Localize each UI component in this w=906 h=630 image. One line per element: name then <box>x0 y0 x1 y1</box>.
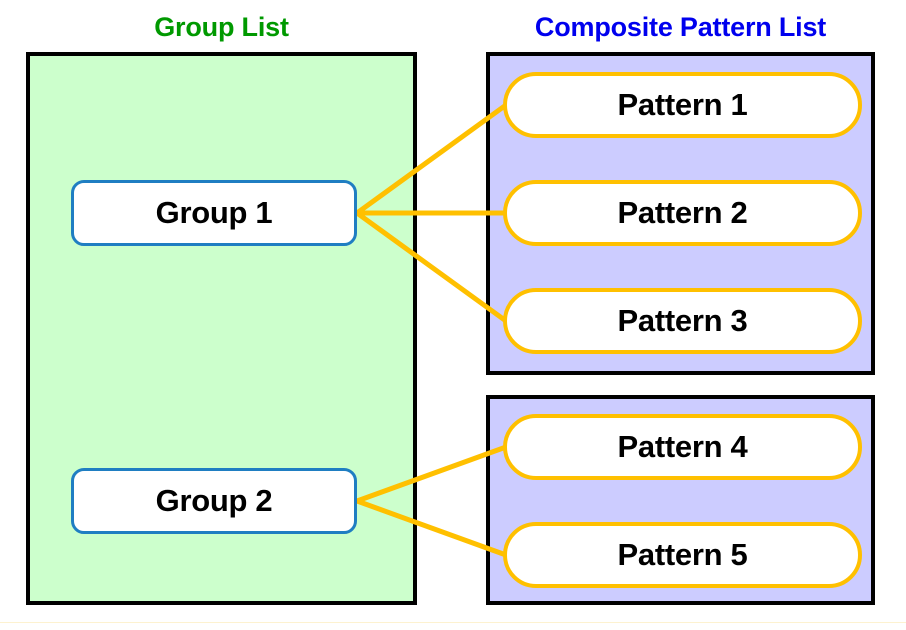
pattern-pill-pattern-2[interactable]: Pattern 2 <box>503 180 862 246</box>
group-list-title: Group List <box>154 12 289 42</box>
pattern-pill-pattern-1[interactable]: Pattern 1 <box>503 72 862 138</box>
pattern-pill-pattern-4[interactable]: Pattern 4 <box>503 414 862 480</box>
pattern-label: Pattern 1 <box>617 87 748 122</box>
pattern-label: Pattern 5 <box>617 537 748 572</box>
pattern-label: Pattern 3 <box>617 303 748 338</box>
bottom-divider <box>0 622 906 623</box>
group-label: Group 2 <box>155 483 273 518</box>
group-box-group-1[interactable]: Group 1 <box>71 180 357 246</box>
composite-pattern-list-title: Composite Pattern List <box>534 12 827 42</box>
pattern-pill-pattern-3[interactable]: Pattern 3 <box>503 288 862 354</box>
pattern-pill-pattern-5[interactable]: Pattern 5 <box>503 522 862 588</box>
group-box-group-2[interactable]: Group 2 <box>71 468 357 534</box>
pattern-label: Pattern 4 <box>617 429 748 464</box>
group-label: Group 1 <box>155 195 273 230</box>
pattern-label: Pattern 2 <box>617 195 748 230</box>
